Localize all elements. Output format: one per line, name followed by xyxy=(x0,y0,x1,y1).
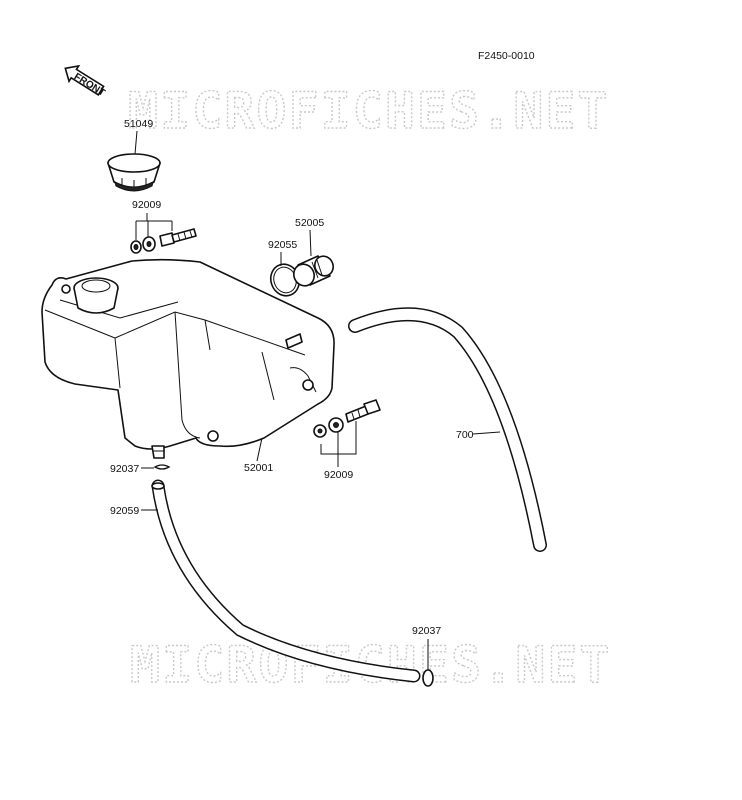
callout-92037-left: 92037 xyxy=(110,463,139,475)
callout-52005: 52005 xyxy=(295,217,324,229)
clip-92037-bottom xyxy=(422,669,434,687)
clip-92037-left xyxy=(153,464,171,470)
figure-code: F2450-0010 xyxy=(478,50,535,62)
bolt-set-92009-top xyxy=(130,228,197,254)
tank-52001 xyxy=(41,258,335,459)
watermark-top: MICROFICHES.NET xyxy=(128,82,610,140)
hose-700 xyxy=(348,307,547,552)
callout-92055: 92055 xyxy=(268,239,297,251)
callout-92009-mid: 92009 xyxy=(324,469,353,481)
callout-92009-top: 92009 xyxy=(132,199,161,211)
cap-51049 xyxy=(107,153,161,192)
hose-92059 xyxy=(151,479,421,683)
plug-52005 xyxy=(293,255,334,287)
callout-52001: 52001 xyxy=(244,462,273,474)
callout-700: 700 xyxy=(456,429,474,441)
front-arrow-icon: FRONT xyxy=(64,64,107,99)
callout-51049: 51049 xyxy=(124,118,153,130)
callout-92059: 92059 xyxy=(110,505,139,517)
callout-92037-bottom: 92037 xyxy=(412,625,441,637)
bolt-set-92009-mid xyxy=(313,399,381,438)
